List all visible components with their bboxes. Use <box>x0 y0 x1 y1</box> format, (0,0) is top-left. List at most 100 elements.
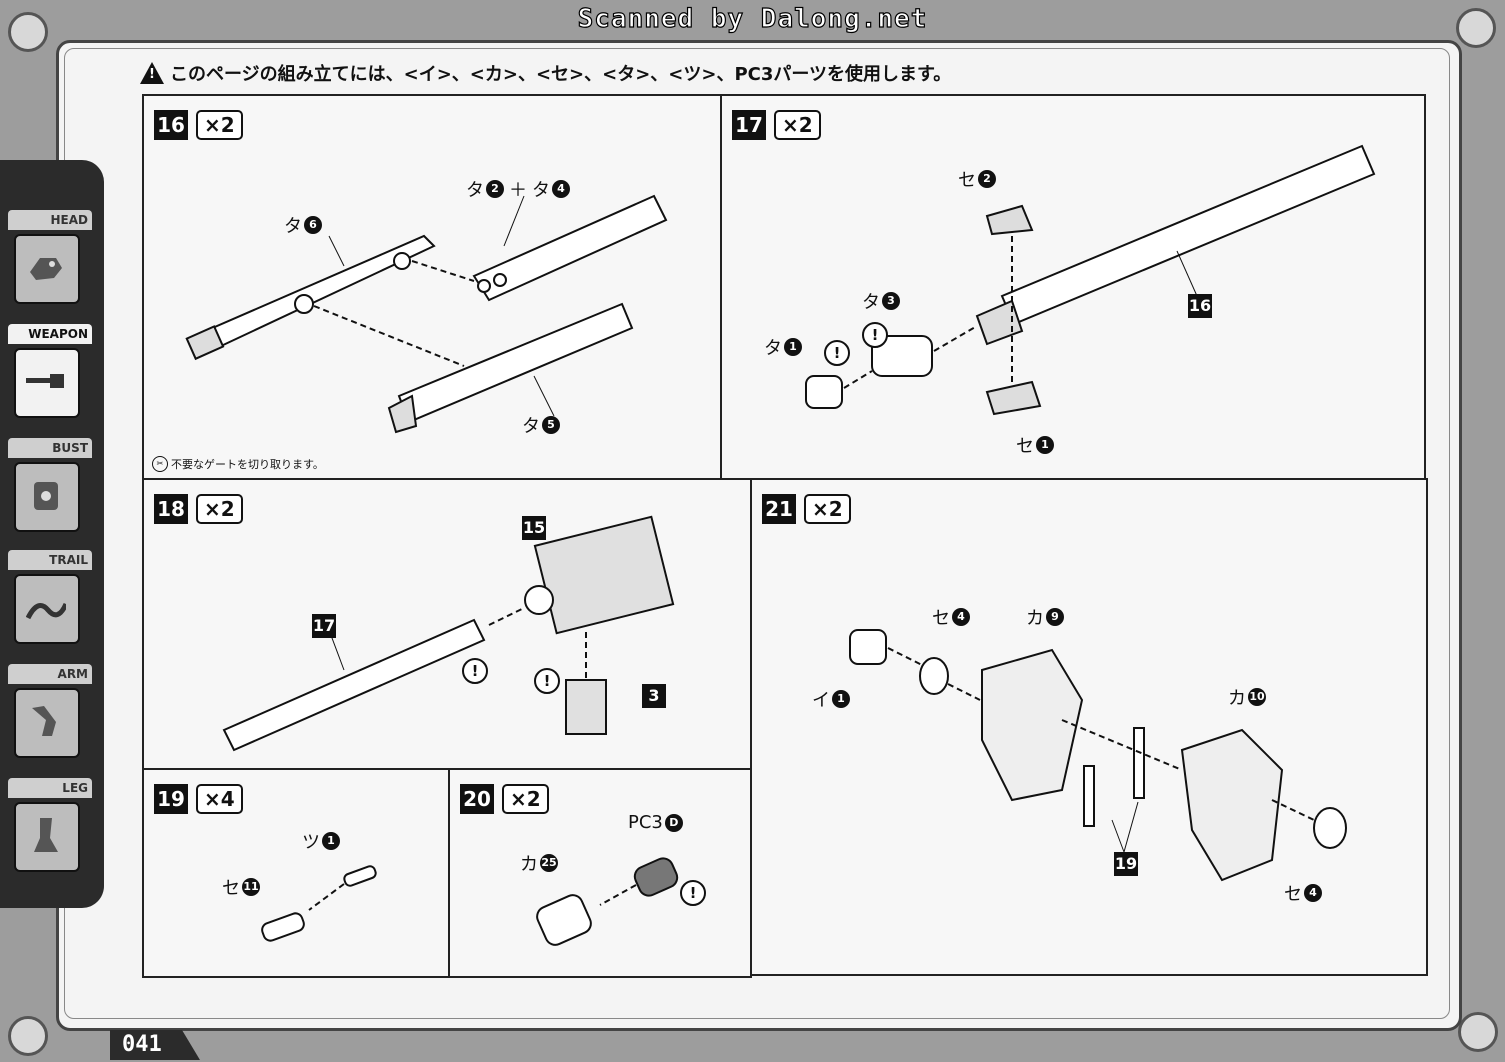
callout-ta5: タ 5 <box>522 412 560 438</box>
part-number-badge: 16 <box>1188 294 1212 318</box>
callout-ta6: タ 6 <box>284 212 322 238</box>
callout-part-index: 1 <box>784 338 802 356</box>
section-sidebar: HEAD WEAPON BUST TRAIL ARM LEG <box>0 160 104 908</box>
callout-part-tree: タ <box>284 216 302 237</box>
callout-part-tree: タ <box>764 338 782 359</box>
sidebar-item-label: WEAPON <box>8 324 92 344</box>
step-16-diagram <box>185 194 668 434</box>
step-number: 17 <box>732 110 766 140</box>
sidebar-item-label: ARM <box>8 664 92 684</box>
callout-part-tree: カ <box>1228 688 1246 709</box>
step-19-panel: 19 ×4 ツ 1 セ 11 <box>142 768 450 978</box>
sidebar-item-arm[interactable]: ARM <box>8 664 92 760</box>
gate-cut-icon: ✂ <box>152 456 168 472</box>
callout-part-index: 2 <box>978 170 996 188</box>
part-number-badge: 15 <box>522 516 546 540</box>
part-number-badge: 3 <box>642 684 666 708</box>
callout-ta1: タ 1 <box>764 334 802 360</box>
callout-ta2-ta4: タ 2 ＋ タ 4 <box>466 176 570 202</box>
step-header: 19 ×4 <box>154 784 243 814</box>
part-number-badge: 17 <box>312 614 336 638</box>
sidebar-item-label: TRAIL <box>8 550 92 570</box>
corner-bolt-icon <box>8 12 48 52</box>
caution-icon: ! <box>462 658 488 684</box>
callout-part-index: 4 <box>1304 884 1322 902</box>
callout-part-tree: セ <box>222 878 240 899</box>
callout-part-tree: タ <box>466 180 484 201</box>
parts-notice-text: このページの組み立てには、<イ>、<カ>、<セ>、<タ>、<ツ>、PC3パーツを… <box>170 64 952 85</box>
step-quantity: ×2 <box>196 110 243 140</box>
sidebar-item-label: BUST <box>8 438 92 458</box>
corner-bolt-icon <box>1458 1012 1498 1052</box>
step-quantity: ×2 <box>804 494 851 524</box>
sidebar-item-label: LEG <box>8 778 92 798</box>
callout-part-index: 1 <box>1036 436 1054 454</box>
callout-part-index: 9 <box>1046 608 1064 626</box>
step-number: 16 <box>154 110 188 140</box>
callout-part-index: 11 <box>242 878 260 896</box>
callout-ka25: カ 25 <box>520 850 558 876</box>
callout-part-index: 6 <box>304 216 322 234</box>
callout-part-tree: カ <box>1026 608 1044 629</box>
callout-se4-top: セ 4 <box>932 604 970 630</box>
parts-notice: このページの組み立てには、<イ>、<カ>、<セ>、<タ>、<ツ>、PC3パーツを… <box>140 60 951 86</box>
corner-bolt-icon <box>1456 8 1496 48</box>
sidebar-item-head[interactable]: HEAD <box>8 210 92 306</box>
step-number: 19 <box>154 784 188 814</box>
step-number: 21 <box>762 494 796 524</box>
callout-part-tree: タ <box>522 416 540 437</box>
callout-part-index: 2 <box>486 180 504 198</box>
callout-part-index: D <box>664 813 683 832</box>
callout-ta3: タ 3 <box>862 288 900 314</box>
callout-se2: セ 2 <box>958 166 996 192</box>
corner-bolt-icon <box>8 1016 48 1056</box>
callout-part-index: 3 <box>882 292 900 310</box>
sidebar-item-label: HEAD <box>8 210 92 230</box>
step-quantity: ×2 <box>196 494 243 524</box>
page-number: 041 <box>110 1030 200 1060</box>
callout-se11: セ 11 <box>222 874 260 900</box>
callout-ka10: カ 10 <box>1228 684 1266 710</box>
caution-icon: ! <box>862 322 888 348</box>
gate-note-text: 不要なゲートを切り取ります。 <box>171 458 324 471</box>
sidebar-item-weapon[interactable]: WEAPON <box>8 324 92 420</box>
weapon-icon <box>14 348 80 418</box>
step-20-diagram <box>536 857 679 946</box>
sidebar-item-leg[interactable]: LEG <box>8 778 92 874</box>
caution-icon: ! <box>824 340 850 366</box>
callout-part-tree: セ <box>1016 436 1034 457</box>
callout-part-tree: セ <box>932 608 950 629</box>
gate-note: ✂ 不要なゲートを切り取ります。 <box>152 456 324 472</box>
step-quantity: ×2 <box>774 110 821 140</box>
step-16-panel: 16 ×2 タ 6 タ 2 ＋ タ 4 タ <box>142 94 722 480</box>
warning-triangle-icon <box>140 62 164 84</box>
part-ta5-tube <box>387 302 634 434</box>
callout-tsu1: ツ 1 <box>302 828 340 854</box>
sidebar-item-trail[interactable]: TRAIL <box>8 550 92 646</box>
sidebar-item-bust[interactable]: BUST <box>8 438 92 534</box>
step-header: 18 ×2 <box>154 494 243 524</box>
callout-part-index: 4 <box>952 608 970 626</box>
caution-icon: ! <box>680 880 706 906</box>
leg-icon <box>14 802 80 872</box>
callout-part-index: 4 <box>552 180 570 198</box>
step-18-panel: 18 ×2 15 17 3 ! ! <box>142 478 752 770</box>
step-21-diagram <box>849 629 1347 882</box>
step-17-panel: 17 ×2 セ 2 タ 3 タ 1 セ 1 16 ! ! <box>720 94 1426 480</box>
callout-se1: セ 1 <box>1016 432 1054 458</box>
callout-part-tree: PC3 <box>628 812 663 833</box>
step-19-diagram <box>261 865 377 942</box>
step-number: 20 <box>460 784 494 814</box>
trail-icon <box>14 574 80 644</box>
callout-part-tree: タ <box>532 180 550 201</box>
bust-icon <box>14 462 80 532</box>
callout-pc3d: PC3 D <box>628 812 683 833</box>
step-header: 21 ×2 <box>762 494 851 524</box>
step-18-diagram <box>222 515 675 752</box>
callout-part-index: 25 <box>540 854 558 872</box>
part-ta6-frame <box>185 234 436 361</box>
callout-part-tree: イ <box>812 690 830 711</box>
arm-icon <box>14 688 80 758</box>
step-21-panel: 21 ×2 セ 4 カ 9 イ 1 カ 10 セ 4 19 <box>750 478 1428 976</box>
step-header: 17 ×2 <box>732 110 821 140</box>
